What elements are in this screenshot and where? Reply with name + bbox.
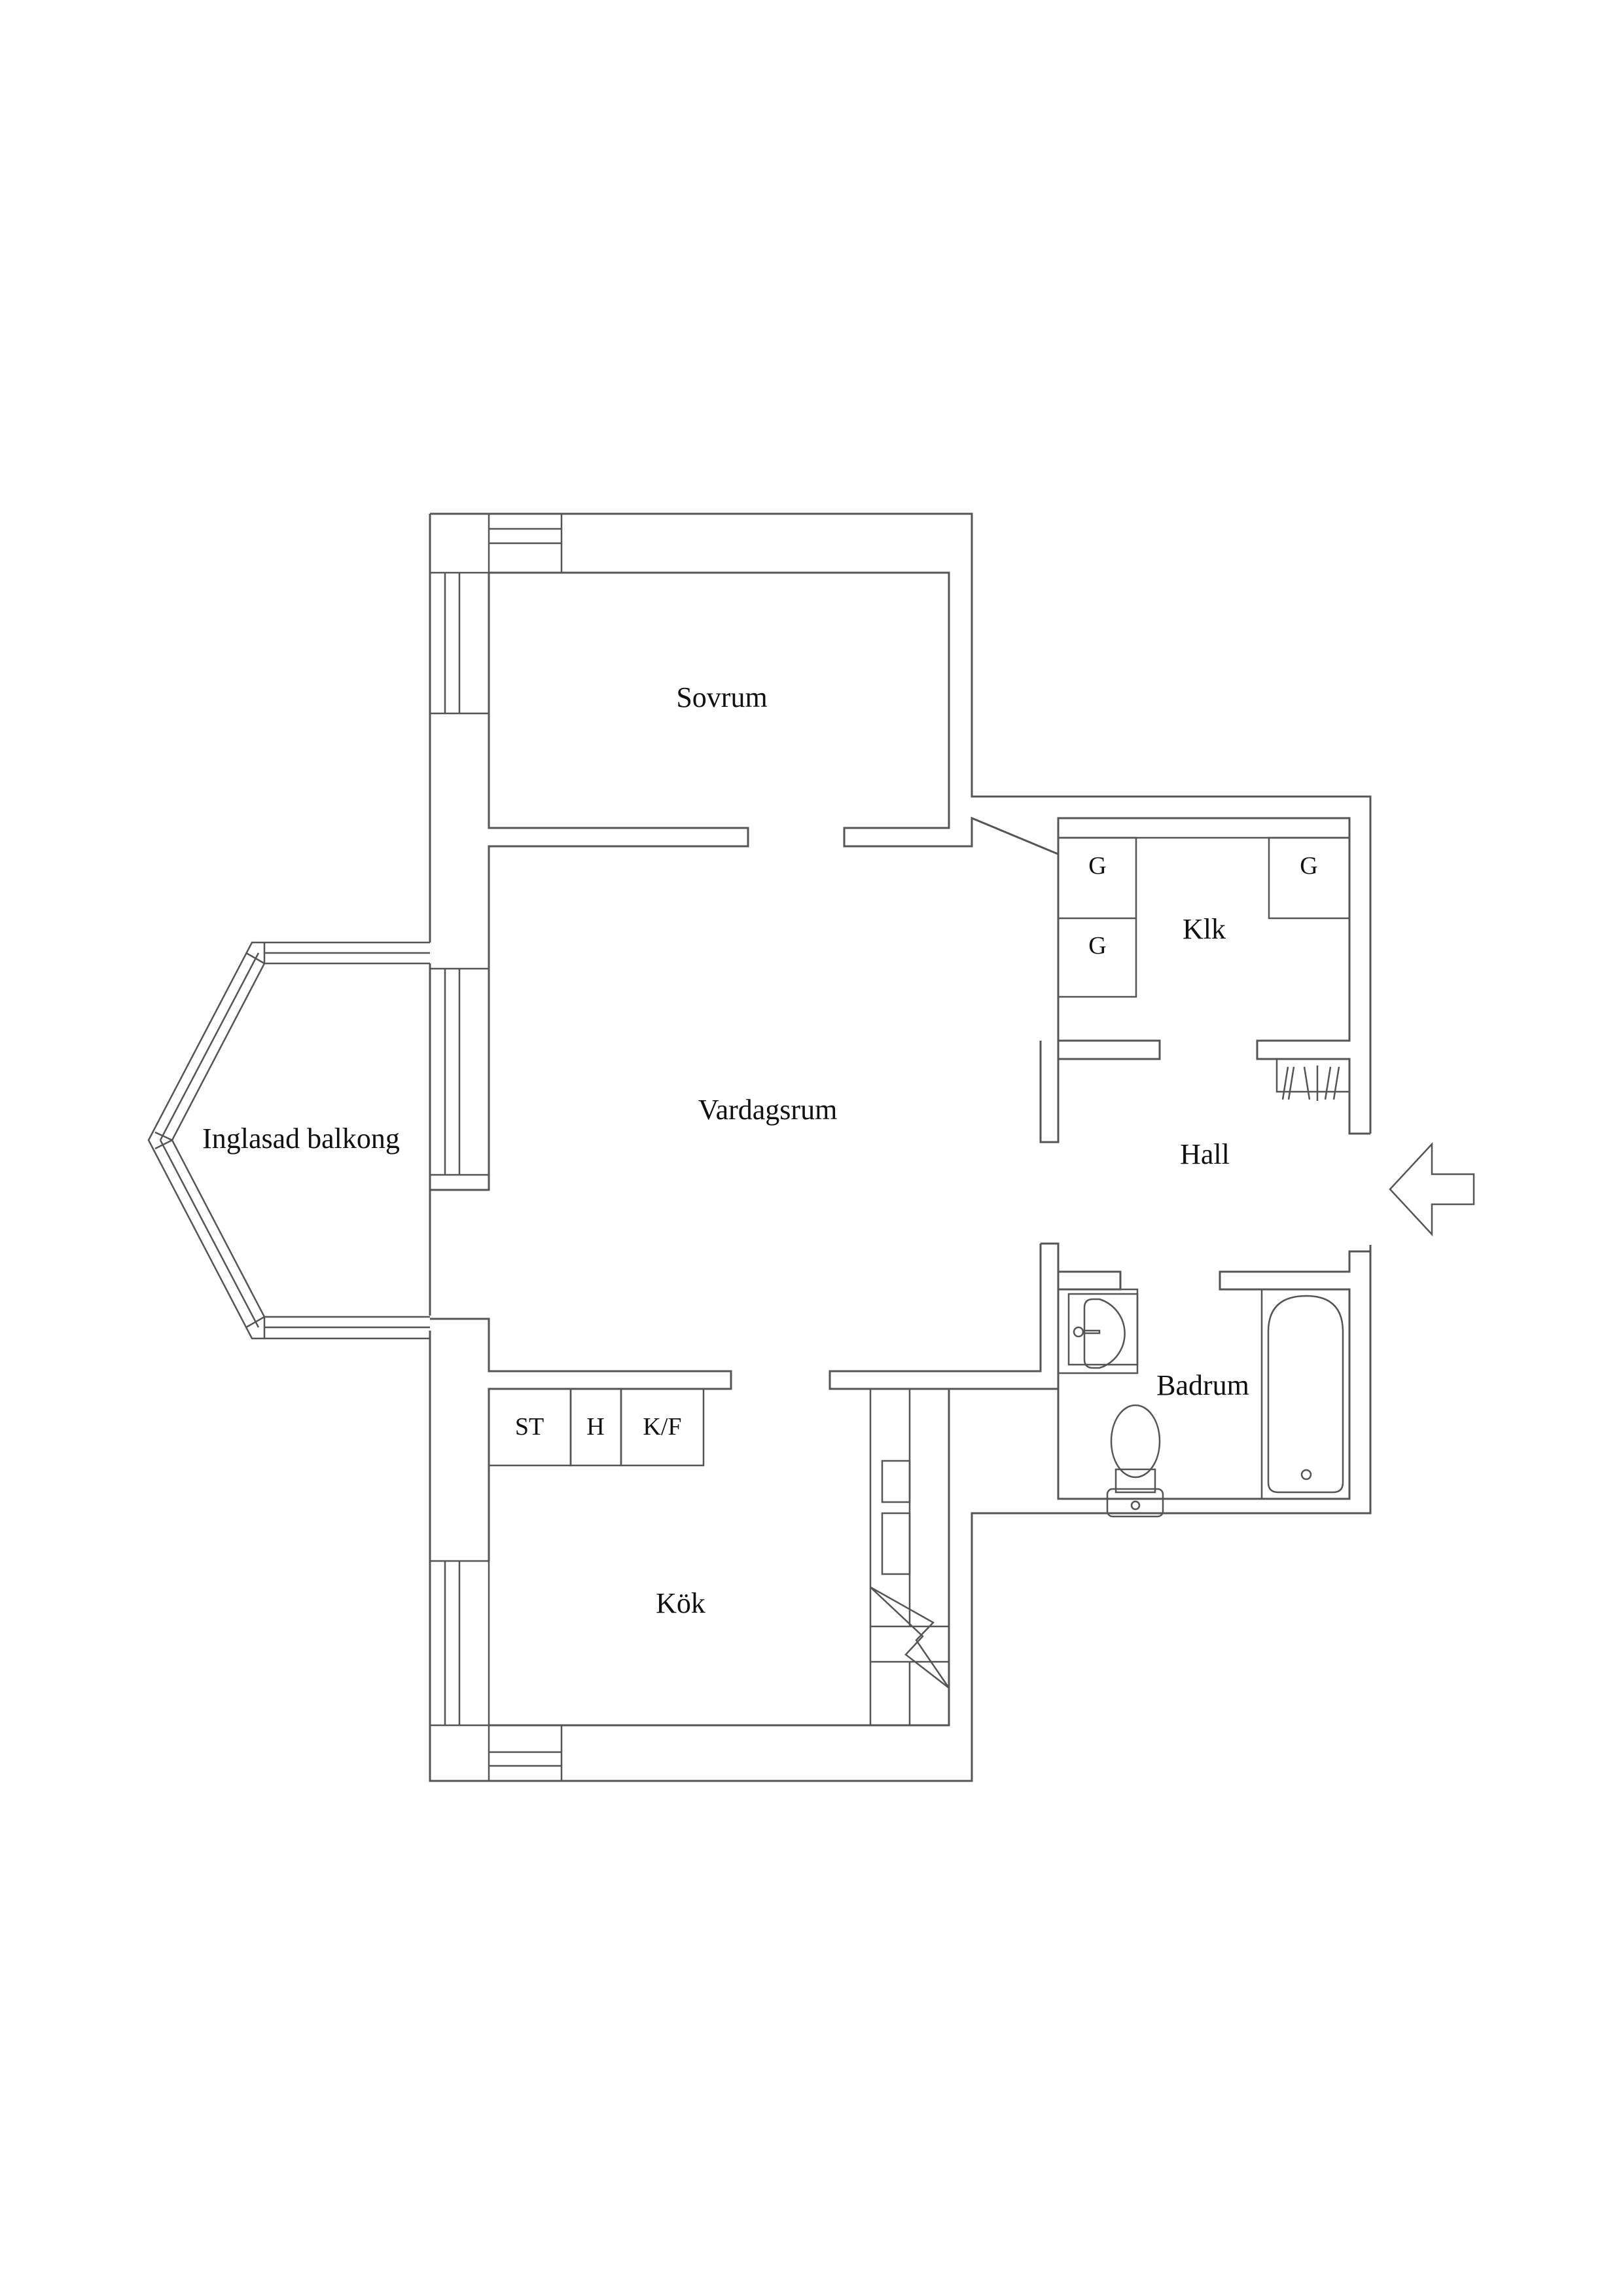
room-label-klk: Klk bbox=[1183, 913, 1226, 945]
sovrum-walls bbox=[429, 512, 1060, 1143]
closet-label-g2: G bbox=[1088, 932, 1107, 960]
closet-label-g3: G bbox=[1300, 852, 1318, 880]
klk-walls bbox=[1039, 817, 1370, 1143]
appliance-label-st: ST bbox=[514, 1413, 544, 1441]
kok bbox=[429, 1388, 950, 1782]
room-label-sovrum: Sovrum bbox=[676, 681, 768, 713]
appliance-label-h: H bbox=[586, 1413, 605, 1441]
room-label-balkong: Inglasad balkong bbox=[202, 1122, 400, 1155]
badrum-walls bbox=[829, 1242, 1370, 1518]
room-label-kok: Kök bbox=[656, 1587, 705, 1619]
entrance-arrow-icon bbox=[1389, 1141, 1475, 1237]
room-label-vardagsrum: Vardagsrum bbox=[698, 1094, 838, 1126]
appliance-label-kf: K/F bbox=[643, 1413, 682, 1441]
room-label-hall: Hall bbox=[1180, 1138, 1230, 1170]
balcony bbox=[147, 941, 430, 1340]
vardagsrum-windows bbox=[429, 967, 732, 1561]
room-label-badrum: Badrum bbox=[1156, 1369, 1249, 1401]
closet-label-g1: G bbox=[1088, 852, 1107, 880]
